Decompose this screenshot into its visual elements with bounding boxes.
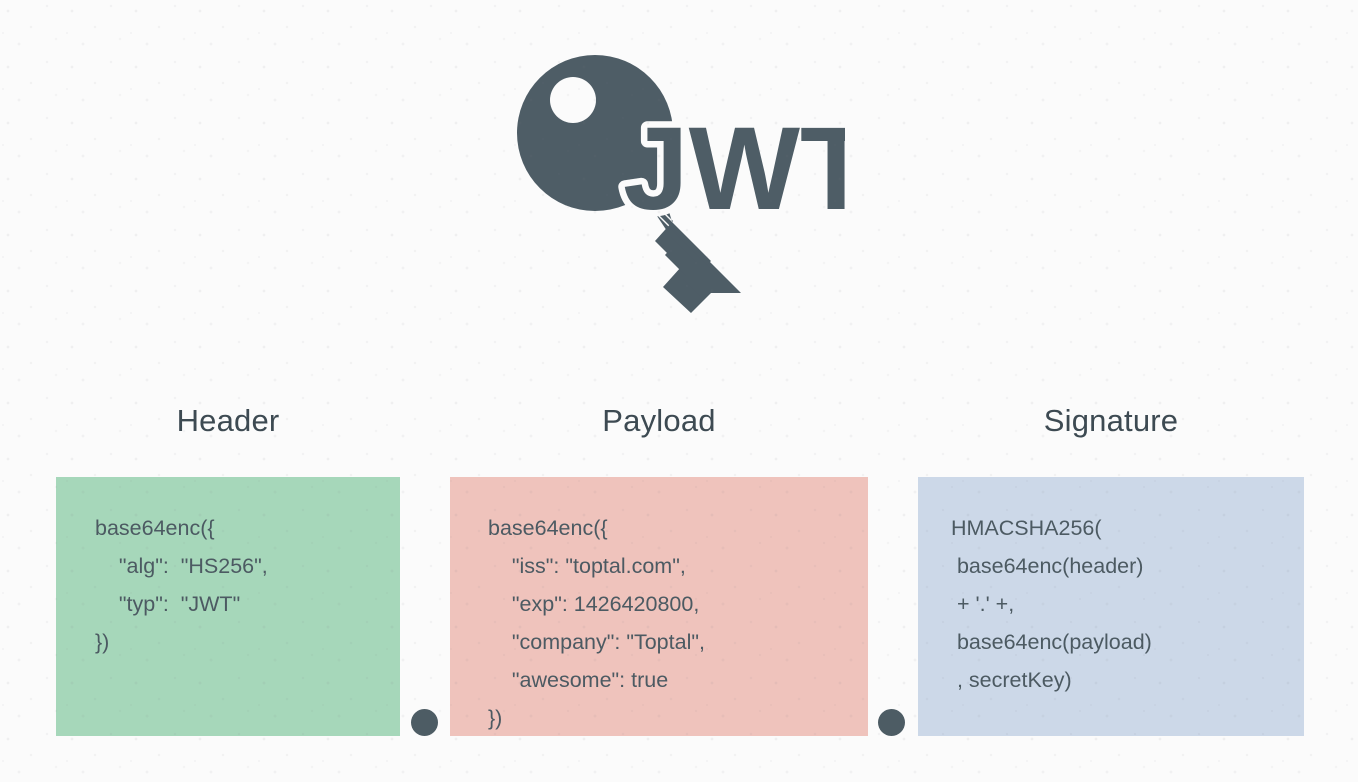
separator-dot-1: [411, 709, 438, 736]
jwt-wordmark: JWT: [623, 103, 845, 235]
jwt-wordmark-halo: JWT: [623, 103, 845, 235]
signature-box: HMACSHA256( base64enc(header) + '.' +, b…: [918, 477, 1304, 736]
jwt-logo: JWT JWT: [505, 45, 879, 320]
column-title-header: Header: [176, 403, 280, 438]
column-title-payload: Payload: [602, 403, 716, 438]
separator-dot-2: [878, 709, 905, 736]
payload-code: base64enc({ "iss": "toptal.com", "exp": …: [488, 516, 705, 730]
header-code: base64enc({ "alg": "HS256", "typ": "JWT"…: [95, 516, 268, 654]
header-box: base64enc({ "alg": "HS256", "typ": "JWT"…: [56, 477, 400, 736]
payload-box: base64enc({ "iss": "toptal.com", "exp": …: [450, 477, 868, 736]
key-icon: [517, 55, 741, 313]
signature-code: HMACSHA256( base64enc(header) + '.' +, b…: [951, 516, 1152, 692]
column-title-signature: Signature: [1043, 403, 1179, 438]
